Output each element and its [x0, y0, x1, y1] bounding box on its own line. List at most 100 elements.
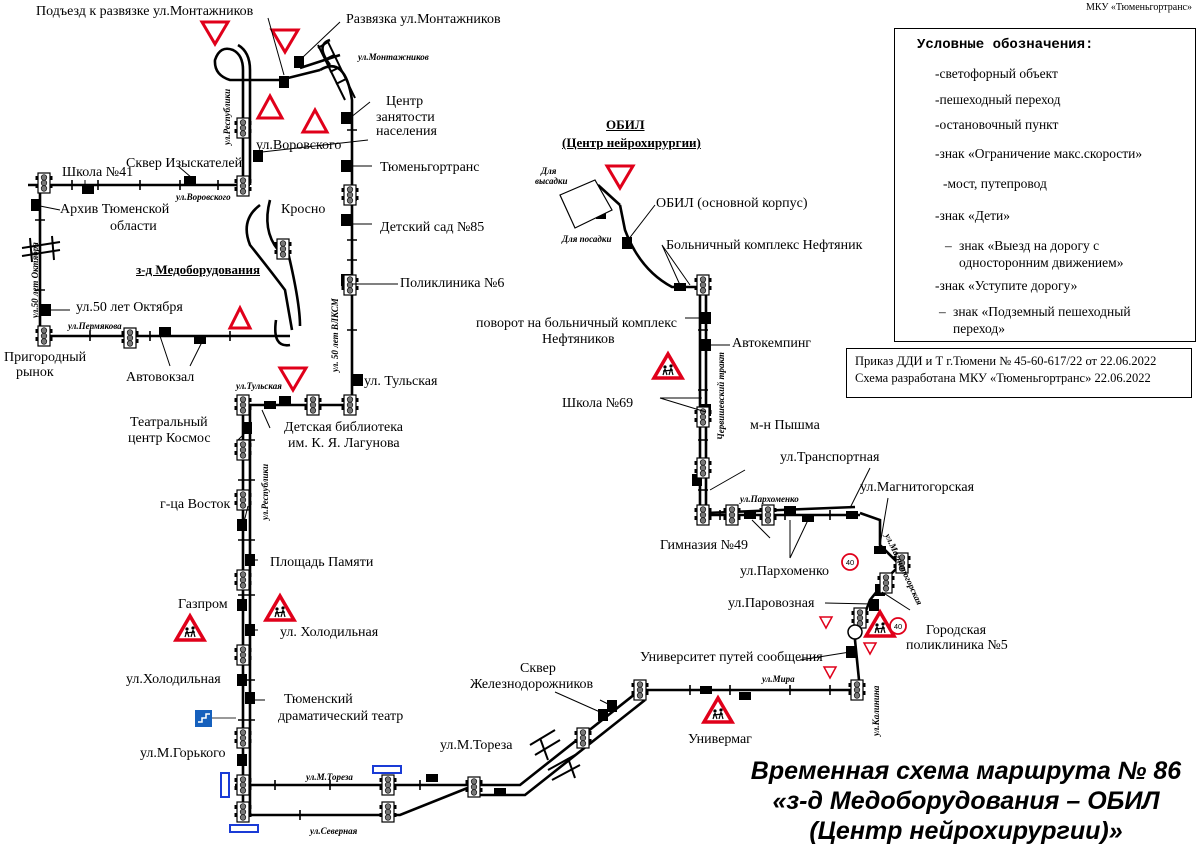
order-line-1: Приказ ДДИ и Т г.Тюмени № 45-60-617/22 о…	[855, 354, 1157, 368]
label-arhiv-1: Архив Тюменской	[60, 202, 170, 217]
stop-skverzhd1	[598, 709, 608, 721]
stop-centr	[341, 112, 351, 124]
stop-magnitogorskaya	[874, 546, 886, 554]
label-arhiv-2: области	[110, 219, 157, 234]
order-box: Приказ ДДИ и Т г.Тюмени № 45-60-617/22 о…	[846, 348, 1192, 398]
stop-biblioteka1	[264, 401, 276, 409]
street-permyakova: ул.Пермякова	[68, 321, 122, 331]
street-severnaya: ул.Северная	[310, 826, 358, 836]
label-obil-title: ОБИЛ	[606, 117, 645, 132]
street-montazhnikov: ул.Монтажников	[358, 52, 429, 62]
stop-dramteatr	[245, 692, 255, 704]
label-detsad: Детский сад №85	[380, 220, 485, 235]
label-gimnaziya: Гимназия №49	[660, 538, 748, 553]
legend-underpass-1: знак «Подземный пешеходный	[953, 304, 1131, 319]
label-shkola69: Школа №69	[562, 396, 634, 411]
legend-bridge: -мост, путепровод	[943, 176, 1047, 191]
label-pyshma: м-н Пышма	[750, 418, 820, 433]
street-respubliki: ул.Республики	[260, 463, 270, 520]
leader-lines	[39, 17, 911, 713]
label-holodilnaya-r: ул. Холодильная	[280, 625, 379, 640]
label-podezd: Подъезд к развязке ул.Монтажников	[36, 4, 254, 19]
label-avtovokzal: Автовокзал	[126, 370, 195, 385]
street-mira: ул.Мира	[762, 674, 795, 684]
street-50let-oct: ул.50 лет Октября	[30, 242, 40, 318]
stop-toreza2	[494, 788, 506, 796]
street-toreza: ул.М.Тореза	[306, 772, 353, 782]
label-avtokemping: Автокемпинг	[732, 336, 812, 351]
stop-skver	[184, 176, 196, 184]
legend-children: -знак «Дети»	[935, 208, 1010, 223]
label-biblioteka-2: им. К. Я. Лагунова	[288, 436, 400, 451]
org-label: МКУ «Тюменьгортранс»	[1085, 2, 1192, 13]
label-skverzhd-2: Железнодорожников	[470, 677, 594, 692]
label-centr-2: занятости	[376, 110, 435, 125]
children-sign	[255, 92, 285, 120]
oneway-sign	[220, 772, 230, 798]
stop-toreza1	[426, 774, 438, 782]
yield-sign	[200, 20, 230, 46]
map-title: Временная схема маршрута № 86 «з-д Медоб…	[740, 756, 1192, 846]
label-skver-izysk: Сквер Изыскателей	[126, 156, 243, 171]
label-kosmos-2: центр Космос	[128, 431, 211, 446]
label-universitet: Университет путей сообщения	[640, 650, 823, 665]
stop-avtovokzal2	[194, 336, 206, 344]
legend-underpass-2: переход»	[953, 321, 1005, 336]
stop-obil	[622, 237, 632, 249]
yield-sign	[605, 164, 635, 190]
map-signs	[174, 20, 907, 833]
stop-arhiv	[31, 199, 41, 211]
legend: Условные обозначения: -светофорный объек…	[894, 28, 1196, 342]
children-sign	[227, 304, 253, 330]
bridges	[21, 41, 581, 781]
stop-parovoznaya	[869, 599, 879, 611]
legend-stop: -остановочный пункт	[935, 117, 1059, 132]
label-tulskaya: ул. Тульская	[364, 374, 438, 389]
label-skverzhd-1: Сквер	[520, 661, 556, 676]
label-prigorod-1: Пригородный	[4, 350, 87, 365]
legend-title: Условные обозначения:	[917, 37, 1094, 53]
stop-transportnaya	[846, 511, 858, 519]
obil-building	[559, 179, 613, 229]
yield-sign	[270, 28, 300, 54]
children-sign	[264, 594, 296, 622]
label-gorpoliklinika-1: Городская	[926, 623, 987, 638]
label-parhomenko: ул.Пархоменко	[740, 564, 830, 579]
label-ploshad: Площадь Памяти	[270, 555, 374, 570]
label-holodilnaya-l: ул.Холодильная	[126, 672, 221, 687]
label-vysadki-1: Для	[541, 166, 557, 176]
legend-crossing: -пешеходный переход	[935, 92, 1061, 107]
yield-sign	[278, 366, 308, 392]
label-zavod: з-д Медоборудования	[136, 262, 261, 277]
label-tyumengortrans: Тюменьгортранс	[380, 160, 480, 175]
map-title-line-2: «з-д Медоборудования – ОБИЛ	[772, 787, 1160, 815]
label-neftyanik: Больничный комплекс Нефтяник	[666, 238, 863, 253]
map-title-line-1: Временная схема маршрута № 86	[750, 757, 1182, 785]
street-chervishevsky: Червишевский тракт	[716, 352, 726, 440]
crossings	[35, 129, 831, 820]
stop-tyumengortrans	[341, 160, 351, 172]
stop-vostok	[237, 519, 247, 531]
yield-sign	[819, 616, 833, 629]
label-dramteatr-2: драматический театр	[278, 709, 404, 724]
label-posadki: Для посадки	[562, 234, 612, 244]
underpass-sign	[195, 710, 212, 727]
speed-limit-sign	[889, 617, 907, 635]
legend-traffic-light: -светофорный объект	[935, 66, 1058, 81]
label-obil-main: ОБИЛ (основной корпус)	[656, 196, 808, 211]
label-prigorod-2: рынок	[16, 365, 54, 380]
label-univermag: Универмаг	[688, 732, 752, 747]
legend-underpass-dash: –	[939, 304, 946, 319]
label-krosno: Кросно	[281, 202, 326, 217]
legend-oneway-1: знак «Выезд на дорогу с	[959, 238, 1100, 253]
label-transportnaya: ул.Транспортная	[780, 450, 880, 465]
label-50let: ул.50 лет Октября	[76, 300, 183, 315]
label-centr-1: Центр	[386, 94, 424, 109]
legend-speed: -знак «Ограничение макс.скорости»	[935, 146, 1143, 161]
order-line-2: Схема разработана МКУ «Тюменьгортранс» 2…	[855, 371, 1151, 385]
street-tulskaya: ул.Тульская	[236, 381, 282, 391]
stop-avtovokzal1	[159, 327, 171, 335]
label-gorpoliklinika-2: поликлиника №5	[906, 638, 1008, 653]
speed-limit-sign	[841, 553, 859, 571]
label-centr: Центр	[386, 94, 423, 110]
